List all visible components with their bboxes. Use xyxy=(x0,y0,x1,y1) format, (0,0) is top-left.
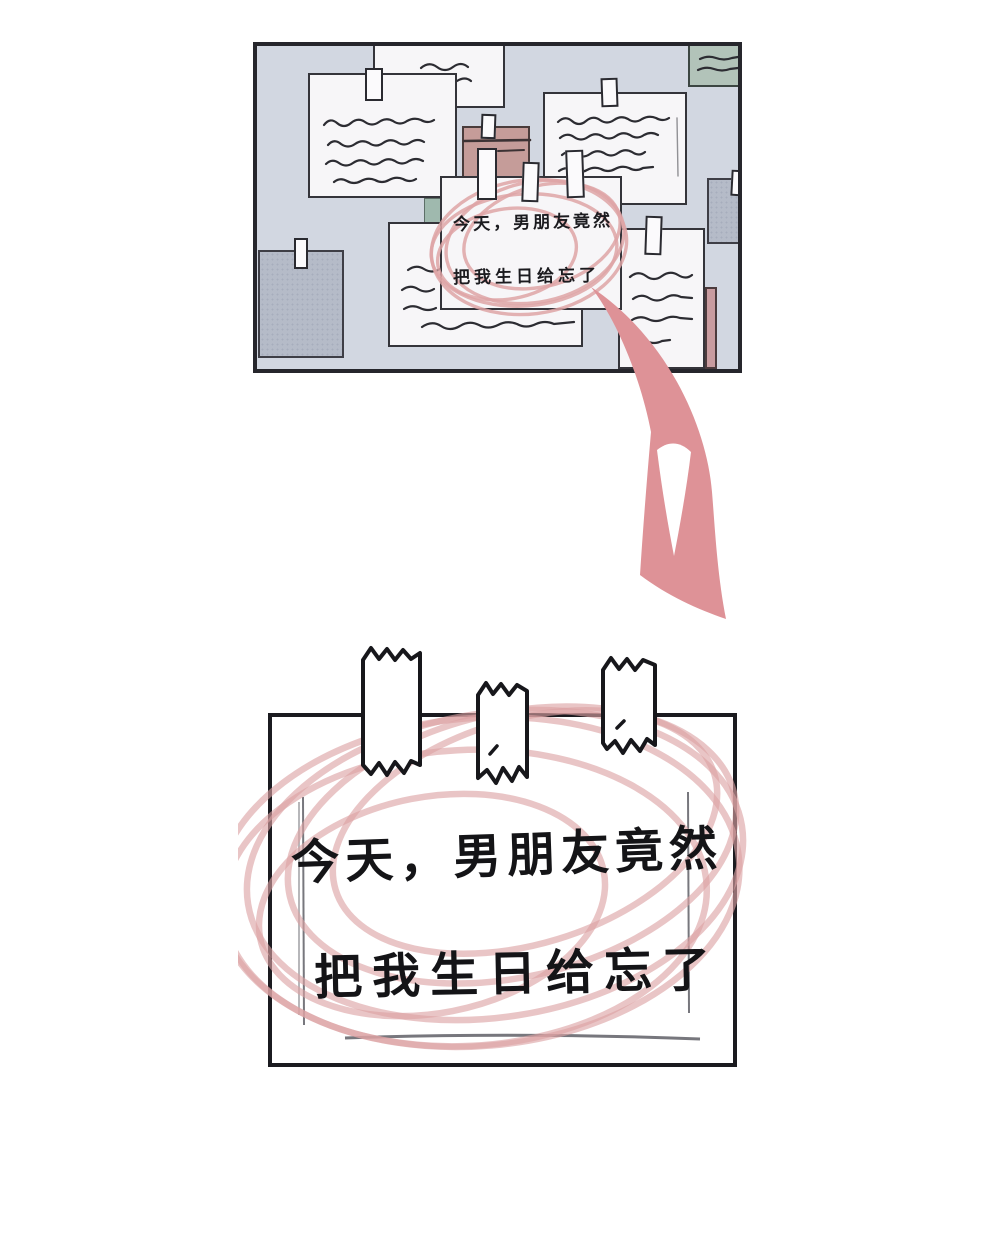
highlighted-note-line1: 今天，男朋友竟然 xyxy=(452,210,614,236)
note-top-right-green xyxy=(688,46,738,87)
tape-left-note xyxy=(365,68,383,101)
bulletin-board-panel: 今天，男朋友竟然 把我生日给忘了 xyxy=(253,42,742,373)
highlighted-note-line2: 把我生日给忘了 xyxy=(452,265,601,289)
tape-bottom-right-note xyxy=(644,215,663,256)
tape-right-note xyxy=(600,77,619,108)
fold-line xyxy=(462,138,532,152)
handwriting-scribble-lines xyxy=(400,265,576,331)
tape-right-edge-note xyxy=(730,169,738,197)
tape-highlighted-note-3 xyxy=(565,149,585,199)
zoomed-note-line2: 把我生日给忘了 xyxy=(313,941,721,1007)
arrowhead-notch xyxy=(657,443,691,556)
bulletin-board-surface: 今天，男朋友竟然 把我生日给忘了 xyxy=(257,46,738,369)
tape-highlighted-note-2 xyxy=(521,161,540,203)
tape-mauve-note xyxy=(480,113,497,140)
handwriting-scribble-lines xyxy=(696,55,738,72)
tape-highlighted-note-1 xyxy=(477,148,497,200)
handwriting-scribble-lines xyxy=(322,117,436,185)
tape-bottom-left-note xyxy=(294,238,308,269)
